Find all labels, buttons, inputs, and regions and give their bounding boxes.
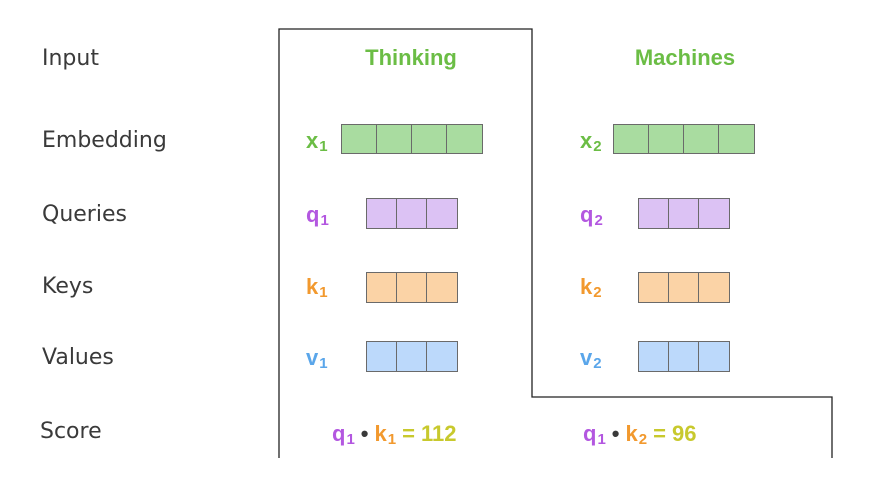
query-cell [669,199,699,228]
embedding-cell [412,125,447,153]
value-cell [669,342,699,371]
value-vector-1 [366,341,458,372]
key-label-k2: k2 [580,274,602,301]
embedding-cell [684,125,719,153]
query-cell [397,199,427,228]
query-cell [367,199,397,228]
query-cell [427,199,457,228]
query-label-q1: q1 [306,202,329,229]
row-label-values: Values [42,345,114,370]
value-cell [397,342,427,371]
key-cell [367,273,397,302]
query-vector-2 [638,198,730,229]
row-label-keys: Keys [42,274,94,299]
embedding-cell [719,125,754,153]
query-label-q2: q2 [580,202,603,229]
value-vector-2 [638,341,730,372]
key-cell [427,273,457,302]
embedding-label-x2: x2 [580,128,602,155]
key-cell [639,273,669,302]
key-cell [699,273,729,302]
embedding-cell [649,125,684,153]
embedding-cell [614,125,649,153]
row-label-embedding: Embedding [42,128,167,153]
embedding-label-x1: x1 [306,128,328,155]
score-value-2: 96 [671,421,697,446]
embedding-vector-2 [613,124,755,154]
embedding-cell [447,125,482,153]
input-word-machines: Machines [634,45,736,70]
score-expression-1: q1•k1=112 [332,421,457,448]
row-label-score: Score [40,419,102,444]
embedding-cell [377,125,412,153]
row-label-queries: Queries [42,202,127,227]
key-cell [669,273,699,302]
value-label-v2: v2 [580,345,602,372]
key-vector-1 [366,272,458,303]
key-vector-2 [638,272,730,303]
value-cell [427,342,457,371]
query-vector-1 [366,198,458,229]
score-expression-2: q1•k2=96 [583,421,697,448]
key-cell [397,273,427,302]
embedding-vector-1 [341,124,483,154]
value-cell [699,342,729,371]
query-cell [699,199,729,228]
query-cell [639,199,669,228]
value-cell [639,342,669,371]
embedding-cell [342,125,377,153]
score-value-1: 112 [420,421,457,446]
key-label-k1: k1 [306,274,328,301]
value-label-v1: v1 [306,345,328,372]
row-label-input: Input [42,46,99,71]
input-word-thinking: Thinking [365,45,457,70]
value-cell [367,342,397,371]
outline-path [278,28,833,458]
